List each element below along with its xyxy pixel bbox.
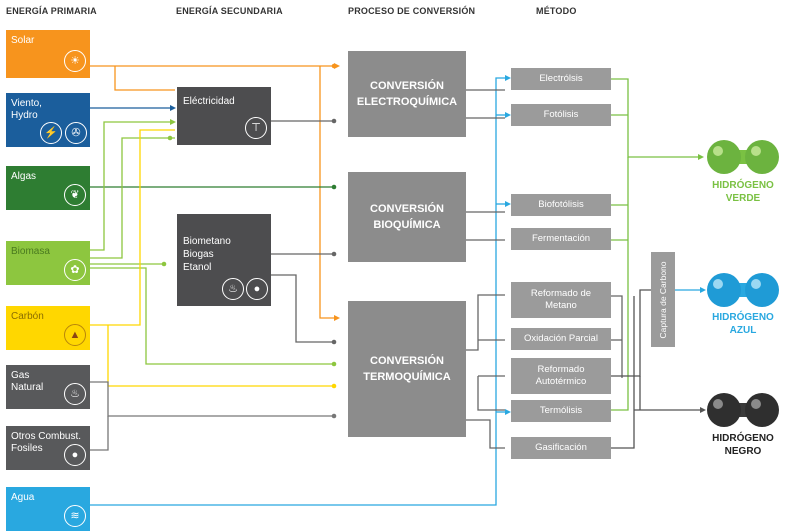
method-reformado-metano: Reformado de Metano: [511, 282, 611, 318]
source-biomasa: Biomasa ✿: [6, 241, 90, 285]
source-carbon: Carbón ▲: [6, 306, 90, 350]
source-agua-label: Agua: [11, 492, 35, 503]
drop-icon: ●: [246, 278, 268, 300]
source-otros-label: Otros Combust. Fosiles: [11, 431, 82, 454]
method-fotolisis: Fotólisis: [511, 104, 611, 126]
header-metodo: MÉTODO: [536, 6, 577, 16]
method-gasificacion: Gasificación: [511, 437, 611, 459]
flame-icon: ♨: [222, 278, 244, 300]
sun-icon: ☀: [64, 50, 86, 72]
plant-icon: ✿: [64, 259, 86, 281]
source-algas-label: Algas: [11, 171, 37, 182]
turbine-icon: ✇: [65, 122, 87, 144]
molecule-verde-icon: [707, 140, 779, 174]
flame-icon: ♨: [64, 383, 86, 405]
method-biofotolisis: Biofotólisis: [511, 194, 611, 216]
process-bioquimica: CONVERSIÓN BIOQUÍMICA: [348, 172, 466, 262]
process-termoquimica: CONVERSIÓN TERMOQUÍMICA: [348, 301, 466, 437]
flame-icon: ⚡: [40, 122, 62, 144]
method-oxidacion-parcial: Oxidación Parcial: [511, 328, 611, 350]
leaf-icon: ❦: [64, 184, 86, 206]
coal-icon: ▲: [64, 324, 86, 346]
drop-icon: ●: [64, 444, 86, 466]
source-biomasa-label: Biomasa: [11, 246, 50, 257]
source-carbon-label: Carbón: [11, 311, 44, 322]
secondary-electricidad: Eléctricidad ⊤: [177, 87, 271, 145]
source-viento-label: Viento, Hydro: [11, 98, 42, 121]
method-termolisis: Termólisis: [511, 400, 611, 422]
plug-icon: ⊤: [245, 117, 267, 139]
header-primaria: ENERGÍA PRIMARIA: [6, 6, 97, 16]
captura-carbono: Captura de Carbono: [651, 252, 675, 347]
label-hidrogeno-verde: HIDRÓGENO VERDE: [712, 180, 774, 204]
source-agua: Agua ≋: [6, 487, 90, 531]
source-viento: Viento, Hydro ⚡ ✇: [6, 93, 90, 147]
source-solar-label: Solar: [11, 35, 35, 46]
process-electroquimica: CONVERSIÓN ELECTROQUÍMICA: [348, 51, 466, 137]
secondary-bio: Biometano Biogas Etanol ♨ ●: [177, 214, 271, 306]
label-hidrogeno-negro: HIDRÓGENO NEGRO: [712, 433, 774, 457]
source-gas-label: Gas Natural: [11, 370, 44, 393]
method-electrolisis: Electrólsis: [511, 68, 611, 90]
label-hidrogeno-azul: HIDRÓGENO AZUL: [712, 312, 774, 336]
molecule-azul-icon: [707, 273, 779, 307]
wave-icon: ≋: [64, 505, 86, 527]
header-proceso: PROCESO DE CONVERSIÓN: [348, 6, 476, 16]
molecule-negro-icon: [707, 393, 779, 427]
header-secundaria: ENERGÍA SECUNDARIA: [176, 6, 283, 16]
captura-carbono-label: Captura de Carbono: [658, 260, 668, 339]
source-solar: Solar ☀: [6, 30, 90, 78]
secondary-bio-label: Biometano Biogas Etanol: [183, 236, 231, 273]
source-otros: Otros Combust. Fosiles ●: [6, 426, 90, 470]
method-reformado-autotermico: Reformado Autotérmico: [511, 358, 611, 394]
secondary-electricidad-label: Eléctricidad: [183, 96, 235, 107]
source-algas: Algas ❦: [6, 166, 90, 210]
source-gas: Gas Natural ♨: [6, 365, 90, 409]
method-fermentacion: Fermentación: [511, 228, 611, 250]
